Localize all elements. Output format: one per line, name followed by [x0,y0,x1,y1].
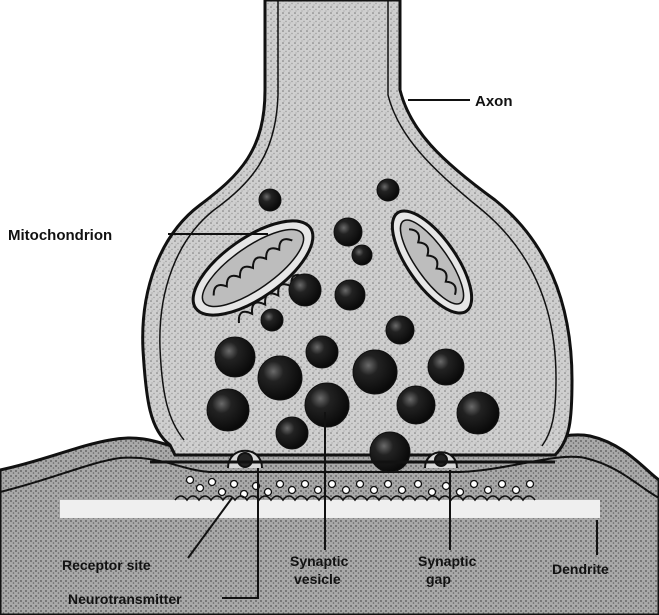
vesicle [386,316,414,344]
vesicle [305,383,349,427]
vesicle [352,245,372,265]
vesicle [335,280,365,310]
vesicle [259,189,281,211]
vesicle [377,179,399,201]
vesicle [457,392,499,434]
label-synaptic-vesicle-1: Synaptic [290,553,349,569]
vesicle [397,386,435,424]
label-receptor-site: Receptor site [62,557,151,573]
vesicle [276,417,308,449]
label-synaptic-gap-1: Synaptic [418,553,477,569]
label-synaptic-gap-2: gap [426,571,451,587]
vesicle [207,389,249,431]
vesicle [428,349,464,385]
vesicle [215,337,255,377]
label-neurotransmitter: Neurotransmitter [68,591,182,607]
vesicle [306,336,338,368]
synaptic-cleft-band [60,500,600,518]
vesicle [353,350,397,394]
vesicle [258,356,302,400]
vesicle [370,432,410,472]
label-axon: Axon [475,93,513,110]
vesicle [334,218,362,246]
label-synaptic-vesicle-2: vesicle [294,571,341,587]
vesicle [261,309,283,331]
label-mitochondrion: Mitochondrion [8,227,112,244]
vesicle [289,274,321,306]
label-dendrite: Dendrite [552,561,609,577]
